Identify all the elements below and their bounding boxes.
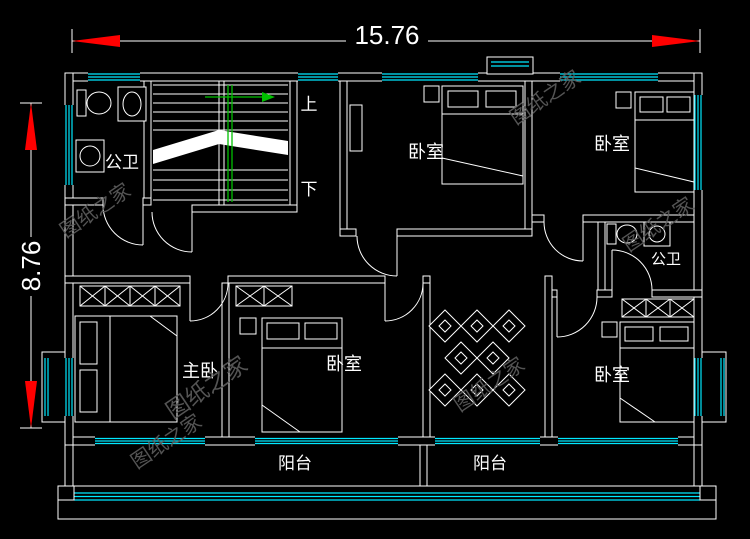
dimension-arrow-down xyxy=(25,381,37,428)
bay-window-right xyxy=(701,351,727,423)
bathroom-right: 公卫 xyxy=(606,221,681,268)
dimension-width-label: 15.76 xyxy=(354,20,419,50)
balcony-post xyxy=(699,485,717,501)
washer-icon xyxy=(75,139,105,173)
nightstand-icon xyxy=(239,317,257,335)
bedroom-bottom-middle: 卧室 xyxy=(235,285,362,433)
windows xyxy=(44,61,725,446)
staircase: 上 下 xyxy=(153,81,318,205)
bathroom-top-left: 公卫 xyxy=(75,86,147,173)
bedroom-bottom-right: 卧室 xyxy=(594,298,695,423)
stair-down-label: 下 xyxy=(301,180,318,199)
balcony-post xyxy=(57,485,75,501)
dimension-arrow-up xyxy=(25,103,37,150)
nightstand-icon xyxy=(423,85,440,103)
master-bedroom: 主卧 xyxy=(74,285,218,423)
stair-break-mark xyxy=(153,130,288,164)
balcony-outer-edge xyxy=(57,485,717,520)
room-label-bedroom-top-middle: 卧室 xyxy=(408,142,444,162)
top-dimension: 15.76 xyxy=(71,20,701,53)
room-label-bath-top-left: 公卫 xyxy=(105,153,139,172)
toilet-icon xyxy=(606,223,617,245)
bedroom-top-right: 卧室 xyxy=(594,91,695,193)
bedroom-top-middle: 卧室 xyxy=(349,85,524,185)
stair-up-label: 上 xyxy=(301,95,318,114)
balcony-label-left: 阳台 xyxy=(278,454,312,473)
doors xyxy=(102,204,653,338)
desk-icon xyxy=(349,104,363,152)
room-label-bedroom-bottom-right: 卧室 xyxy=(594,365,630,385)
toilet-icon xyxy=(616,224,638,244)
hall-floor-pattern xyxy=(428,309,526,407)
balcony-label-right: 阳台 xyxy=(473,454,507,473)
room-label-bath-right: 公卫 xyxy=(651,251,681,268)
balcony: 阳台 阳台 xyxy=(57,444,717,520)
nightstand-icon xyxy=(615,91,632,109)
nightstand-icon xyxy=(601,321,618,338)
left-dimension: 8.76 xyxy=(16,102,46,429)
stair-arrow-head xyxy=(262,92,275,102)
dimension-arrow-left xyxy=(72,35,120,47)
dimension-arrow-right xyxy=(652,35,700,47)
toilet-icon xyxy=(86,91,112,115)
interior-walls xyxy=(64,80,703,438)
room-label-bedroom-top-right: 卧室 xyxy=(594,134,630,154)
dimension-height-label: 8.76 xyxy=(16,241,46,292)
toilet-icon xyxy=(76,89,87,117)
room-label-master-bedroom: 主卧 xyxy=(182,361,218,381)
room-label-bedroom-bottom-middle: 卧室 xyxy=(326,354,362,374)
